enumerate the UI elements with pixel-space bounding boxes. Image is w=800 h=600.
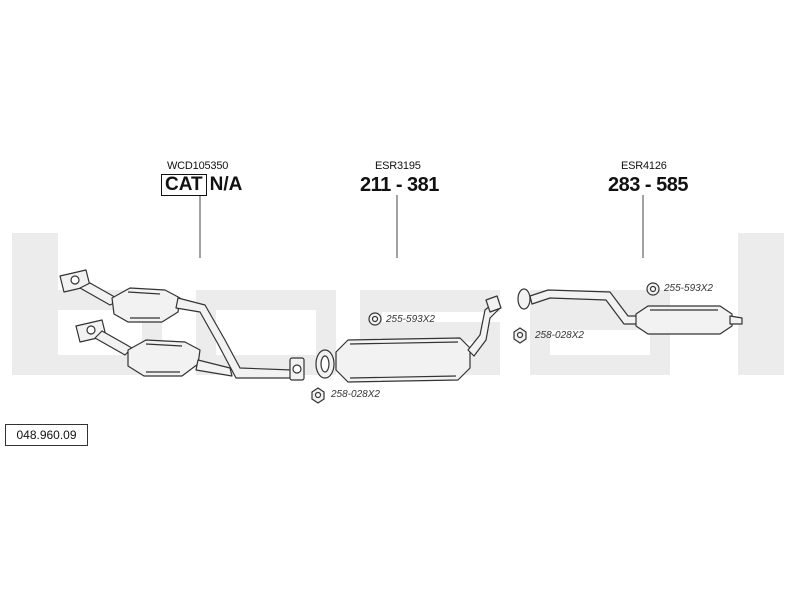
tailpipe — [729, 315, 743, 325]
rear-silencer — [635, 305, 733, 335]
rubber-mount-rear-code: 255-593X2 — [664, 283, 713, 294]
cat-range: N/A — [209, 174, 243, 195]
nut-lower-code: 258-028X2 — [331, 389, 380, 400]
center-silencer — [335, 337, 471, 383]
diagram-number: 048.960.09 — [5, 424, 88, 446]
catalytic-converter-upper — [111, 287, 181, 323]
cat-word: CAT — [161, 174, 207, 196]
cat-label-group: CAT N/A — [161, 174, 242, 196]
mid-flange — [517, 288, 531, 310]
rear-silencer-code: ESR4126 — [621, 160, 667, 172]
cat-code-label: WCD105350 — [167, 160, 229, 172]
nut-middle-code: 258-028X2 — [535, 330, 584, 341]
center-silencer-code: ESR3195 — [375, 160, 421, 172]
rear-silencer-range: 283 - 585 — [608, 174, 689, 196]
rubber-mount-middle-code: 255-593X2 — [386, 314, 435, 325]
center-silencer-range: 211 - 381 — [360, 174, 439, 196]
